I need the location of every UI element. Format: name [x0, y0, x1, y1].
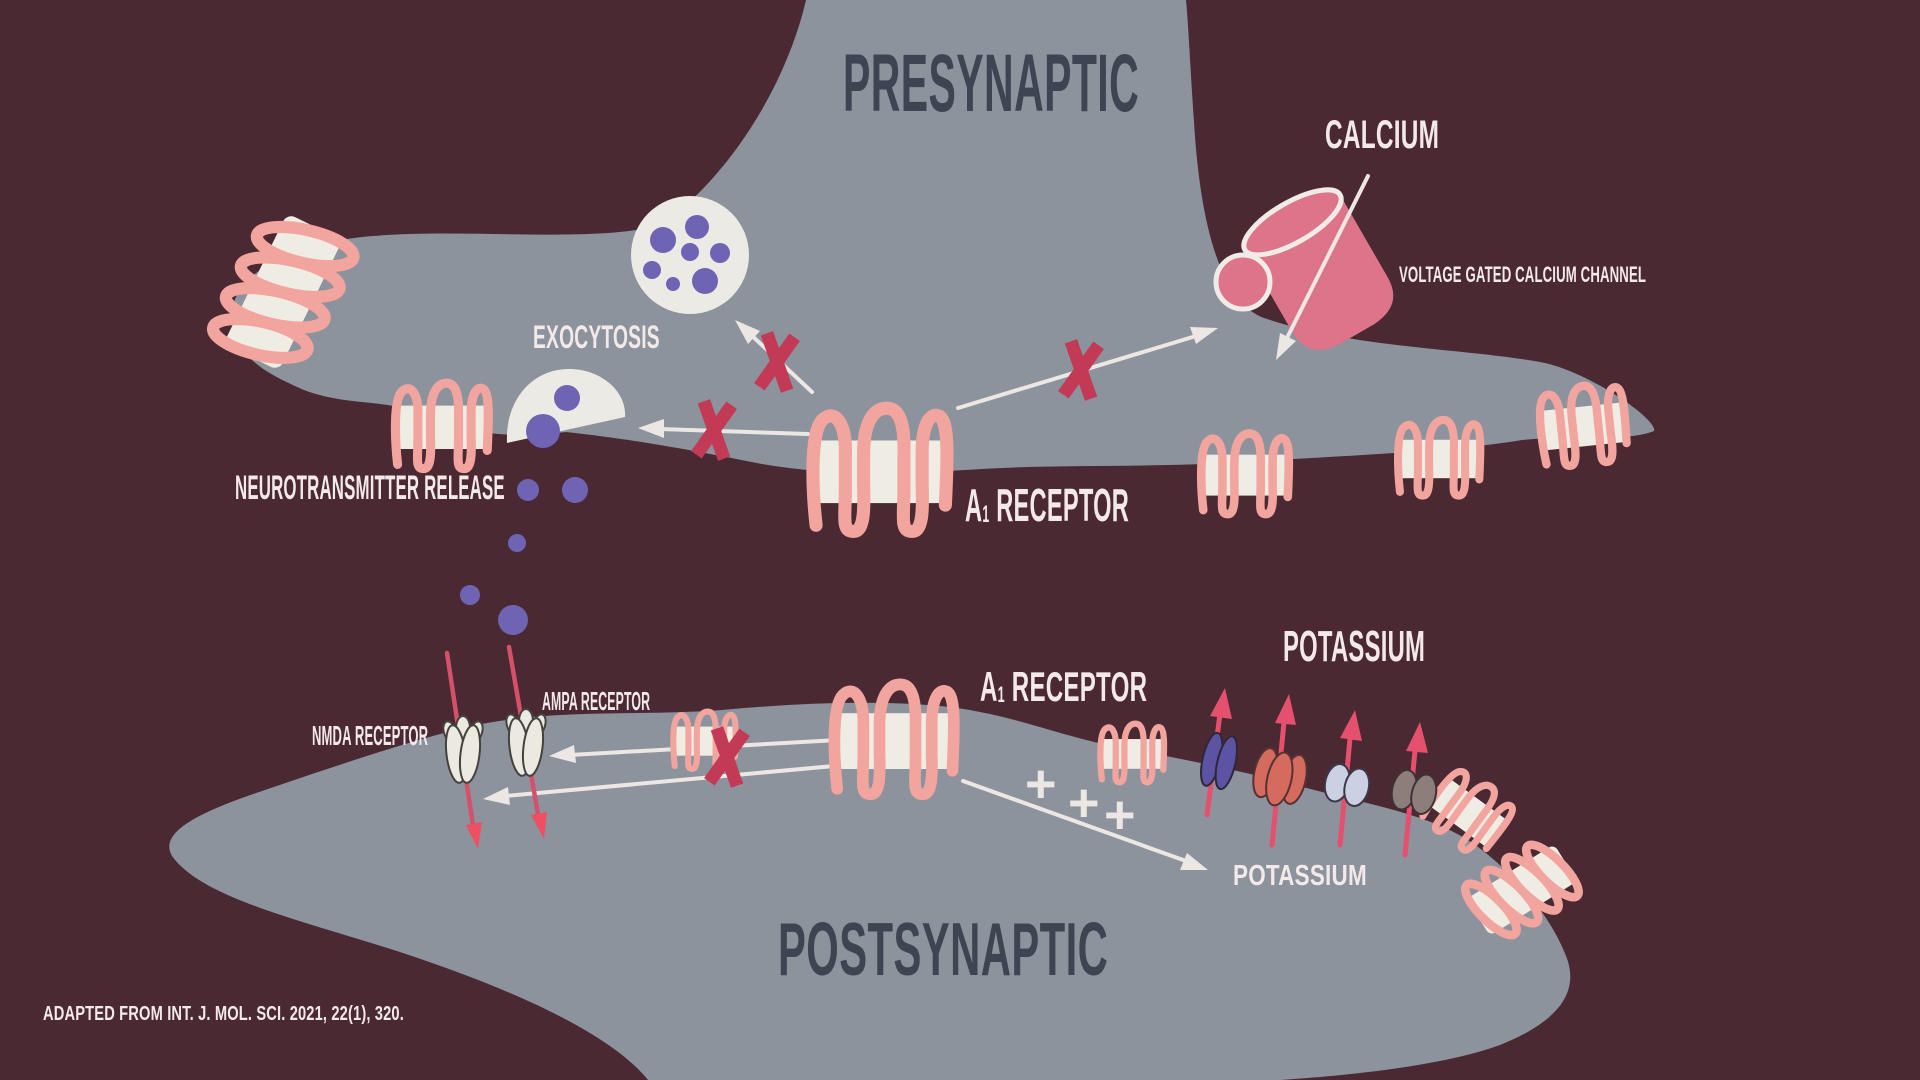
potassium-channel-lavender-icon	[1323, 763, 1371, 807]
voltage-gated-calcium-channel-label: VOLTAGE GATED CALCIUM CHANNEL	[1399, 262, 1647, 287]
a1-label-base: A	[965, 479, 983, 531]
ampa-receptor-label: AMPA RECEPTOR	[542, 686, 651, 716]
a1-receptor-presynaptic-label: A1 RECEPTOR	[965, 482, 1129, 528]
exocytosis-label: EXOCYTOSIS	[533, 319, 660, 355]
a1-receptor-postsynaptic-label: A1 RECEPTOR	[980, 666, 1147, 708]
citation-text: ADAPTED FROM INT. J. MOL. SCI. 2021, 22(…	[43, 1003, 404, 1025]
plus-sign: +	[1025, 754, 1057, 814]
a1-label-subscript: 1	[982, 500, 990, 528]
neurotransmitter-release-label: NEUROTRANSMITTER RELEASE	[235, 469, 505, 507]
postsynaptic-terminal	[169, 702, 1571, 1080]
potassium-lower-label: POTASSIUM	[1233, 860, 1367, 892]
calcium-label: CALCIUM	[1325, 113, 1440, 157]
potassium-channel-indigo-icon	[1200, 731, 1238, 791]
fusing-vesicle-icon	[506, 368, 626, 448]
potassium-upper-label: POTASSIUM	[1283, 622, 1426, 671]
potassium-channel-taupe-icon	[1390, 769, 1438, 815]
postsynaptic-title: POSTSYNAPTIC	[778, 907, 1109, 991]
plus-sign: +	[1104, 785, 1136, 845]
presynaptic-title: PRESYNAPTIC	[843, 38, 1140, 129]
nmda-receptor-label: NMDA RECEPTOR	[312, 720, 429, 751]
potassium-channel-salmon-icon	[1252, 747, 1308, 807]
a1-label-base: A	[980, 663, 998, 710]
calcium-entry-arrow	[1276, 174, 1370, 360]
a1-label-rest: RECEPTOR	[1004, 663, 1148, 710]
synaptic-vesicle-icon	[631, 196, 749, 314]
a1-label-rest: RECEPTOR	[989, 479, 1130, 531]
plus-sign: +	[1068, 773, 1100, 833]
a1-label-subscript: 1	[997, 681, 1005, 707]
neurotransmitter-dots	[460, 477, 588, 635]
presynaptic-terminal	[231, 0, 1655, 473]
